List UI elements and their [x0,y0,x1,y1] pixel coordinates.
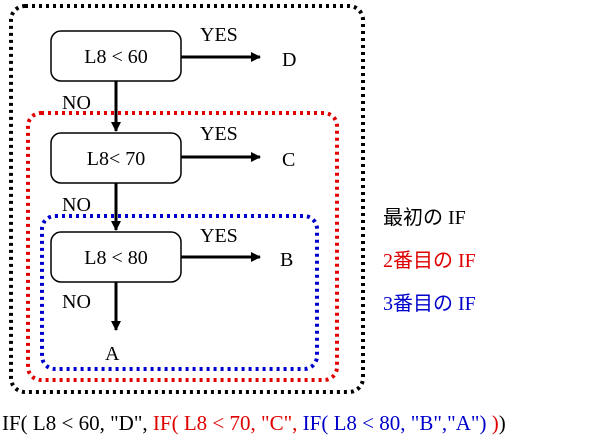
no-label-3: NO [62,291,91,313]
formula-inner: IF( L8 < 80, "B","A") [302,411,492,435]
yes-label-3: YES [200,225,238,247]
second-if-outline [26,111,339,382]
result-3: B [280,249,293,271]
condition-text-3: L8 < 80 [84,247,148,269]
legend-first-if: 最初の IF [383,207,466,229]
if-flowchart: L8 < 60 YES D NO L8< 70 YES C NO L8 < 80… [9,4,365,394]
condition-text-1: L8 < 60 [84,46,148,68]
formula-mid-close: ) [491,411,499,435]
nested-if-formula: IF( L8 < 60, "D", IF( L8 < 70, "C", IF( … [2,411,506,436]
formula-outer-close: ) [498,411,506,435]
formula-outer-open: IF( L8 < 60, "D", [2,411,153,435]
result-1: D [282,49,296,71]
condition-text-2: L8< 70 [87,148,146,170]
yes-label-2: YES [200,123,238,145]
formula-mid-open: IF( L8 < 70, "C", [152,411,303,435]
result-2: C [282,149,295,171]
yes-label-1: YES [200,24,238,46]
third-if-outline [40,214,319,371]
first-if-outline [9,4,365,394]
no-label-2: NO [62,194,91,216]
final-result: A [105,343,120,365]
legend-second-if: 2番目の IF [383,250,476,272]
no-label-1: NO [62,92,91,114]
legend-third-if: 3番目の IF [383,293,476,315]
